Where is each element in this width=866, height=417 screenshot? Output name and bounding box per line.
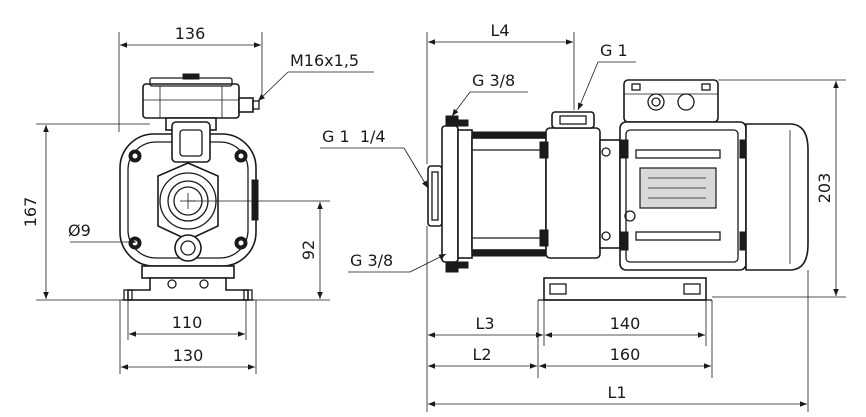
inlet-label: G 1 1/4 (322, 127, 386, 146)
dim-136: 136 (118, 24, 263, 132)
outlet-label: G 1 (600, 41, 628, 60)
dim-l4: L4 (426, 21, 575, 164)
side-base-plate (538, 277, 712, 301)
dim-110-label: 110 (172, 313, 203, 332)
side-end-cover (441, 115, 473, 273)
inlet-callout: G 1 1/4 (320, 127, 429, 189)
dim-110: 110 (127, 300, 247, 340)
side-view: L4 G 1 G 3/8 G 1 1/4 G 3/8 (320, 21, 846, 412)
front-pump-housing (119, 121, 259, 267)
dim-l1-label: L1 (607, 383, 626, 402)
bolt-hole-callout: Ø9 (68, 221, 136, 245)
side-pump-head (539, 111, 621, 259)
dim-l2: L2 (428, 345, 537, 369)
dim-l1: L1 (428, 383, 807, 407)
dim-92: 92 (188, 200, 330, 301)
outlet-callout: G 1 (577, 41, 636, 111)
vent-label: G 3/8 (472, 71, 515, 90)
dim-l4-label: L4 (490, 21, 509, 40)
dim-130: 130 (119, 300, 257, 374)
dim-l3-label: L3 (475, 314, 494, 333)
cable-gland-label: M16x1,5 (290, 51, 359, 70)
dim-l2-label: L2 (472, 345, 491, 364)
dim-203-label: 203 (815, 173, 834, 204)
side-inlet-nozzle (427, 165, 443, 227)
dim-136-label: 136 (175, 24, 206, 43)
side-motor (619, 121, 809, 271)
dim-160-label: 160 (610, 345, 641, 364)
vent-callout: G 3/8 (451, 71, 528, 117)
dim-167: 167 (21, 123, 150, 301)
dim-92-label: 92 (299, 240, 318, 260)
dim-140: 140 (545, 314, 705, 338)
drain-label: G 3/8 (350, 251, 393, 270)
dim-130-label: 130 (173, 346, 204, 365)
dim-160: 160 (539, 345, 711, 369)
cable-gland-callout: M16x1,5 (257, 51, 374, 102)
side-terminal-box (623, 79, 719, 123)
front-foot (122, 265, 254, 301)
dim-167-label: 167 (21, 197, 40, 228)
front-view: 136 M16x1,5 167 Ø9 92 (21, 24, 374, 374)
side-stage-casing (471, 131, 547, 257)
drain-callout: G 3/8 (348, 251, 447, 273)
dim-l3: L3 (428, 314, 543, 338)
dim-140-label: 140 (610, 314, 641, 333)
dim-203: 203 (712, 79, 846, 298)
bolt-hole-label: Ø9 (68, 221, 91, 240)
